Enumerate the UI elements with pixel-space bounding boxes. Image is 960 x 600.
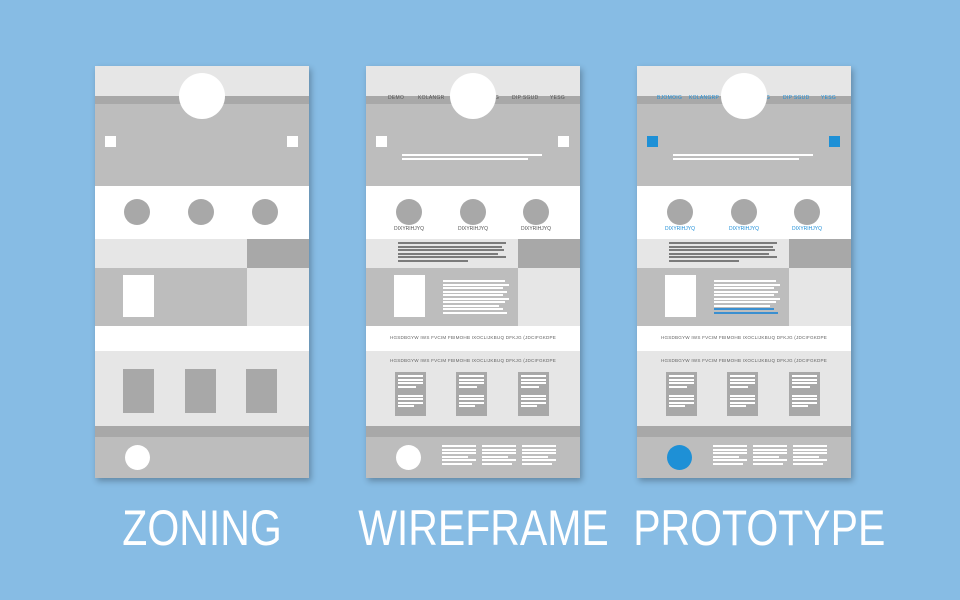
service-circle-3 <box>794 199 820 225</box>
service-circle-1 <box>667 199 693 225</box>
service-label-2[interactable]: DIXYRIHJYQ <box>728 226 759 232</box>
service-circle-1 <box>396 199 422 225</box>
feature-text-lines <box>714 280 782 315</box>
card-placeholder-3 <box>246 369 277 413</box>
card-placeholder-1 <box>123 369 154 413</box>
card-placeholder-1 <box>666 372 697 416</box>
service-label-2: DIXYRIHJYQ <box>457 226 488 232</box>
slider-next-square[interactable] <box>829 136 840 147</box>
footer-bar <box>366 426 580 437</box>
wireframe-mockup: DEMO KOLANGR G DIP SGUD YESG DIXYRIHJYQ … <box>366 66 580 478</box>
intro-side <box>518 239 580 268</box>
footer-col-3-lines <box>522 445 556 466</box>
card-placeholder-3 <box>789 372 820 416</box>
intro-text-lines <box>669 242 779 263</box>
card-placeholder-1 <box>395 372 426 416</box>
service-label-1[interactable]: DIXYRIHJYQ <box>664 226 695 232</box>
cards-caption: HGSDBGYW IWS FVCIM FBIMOHB IXOCLIJKBUQ D… <box>660 358 828 363</box>
feature-image-placeholder <box>394 275 425 317</box>
footer-logo-circle <box>396 445 421 470</box>
service-circle-2 <box>731 199 757 225</box>
zone-intro-side <box>247 239 309 268</box>
nav-item-3[interactable]: G <box>495 95 500 101</box>
card-placeholder-2 <box>456 372 487 416</box>
footer-logo-circle <box>667 445 692 470</box>
footer-col-1-lines <box>442 445 476 466</box>
intro-side <box>789 239 851 268</box>
nav-item-4[interactable]: DIP SGUD <box>783 95 810 101</box>
hero-text-lines <box>673 154 813 161</box>
banner-caption: HGSDBGYW IWS FVCIM FBIMOHB IXOCLIJKBUQ D… <box>389 335 557 340</box>
logo-circle <box>179 73 225 119</box>
zoning-mockup <box>95 66 309 478</box>
feature-image-placeholder <box>665 275 696 317</box>
feature-text-lines <box>443 280 511 315</box>
feature-side <box>518 268 580 326</box>
banner <box>637 326 851 351</box>
card-placeholder-3 <box>518 372 549 416</box>
nav-item-5[interactable]: YESG <box>550 95 566 101</box>
service-label-3[interactable]: DIXYRIHJYQ <box>791 226 822 232</box>
card-placeholder-2 <box>727 372 758 416</box>
zone-feature <box>95 268 247 326</box>
card-text-lines <box>459 375 484 409</box>
nav-item-3[interactable]: G <box>766 95 771 101</box>
service-circle-1 <box>124 199 150 225</box>
slider-next-square <box>287 136 298 147</box>
card-text-lines <box>521 375 546 409</box>
hero-text-lines <box>402 154 542 161</box>
label-wireframe: WIREFRAME <box>358 500 609 556</box>
footer-logo-circle <box>125 445 150 470</box>
zone-banner <box>95 326 309 351</box>
label-zoning: ZONING <box>122 500 282 556</box>
banner-caption: HGSDBGYW IWS FVCIM FBIMOHB IXOCLIJKBUQ D… <box>660 335 828 340</box>
service-label-1: DIXYRIHJYQ <box>393 226 424 232</box>
nav-item-2[interactable]: KOLANGRP <box>689 95 720 101</box>
service-circle-3 <box>252 199 278 225</box>
footer-col-2-lines <box>482 445 516 466</box>
footer-col-3-lines <box>793 445 827 466</box>
service-circle-3 <box>523 199 549 225</box>
nav-item-1[interactable]: DEMO <box>388 95 405 101</box>
slider-prev-square[interactable] <box>376 136 387 147</box>
footer-col-1-lines <box>713 445 747 466</box>
service-circle-2 <box>460 199 486 225</box>
label-prototype: PROTOTYPE <box>633 500 886 556</box>
feature-image-placeholder <box>123 275 154 317</box>
card-text-lines <box>669 375 694 409</box>
service-circle-2 <box>188 199 214 225</box>
service-label-3: DIXYRIHJYQ <box>520 226 551 232</box>
intro-text-lines <box>398 242 508 263</box>
slider-next-square[interactable] <box>558 136 569 147</box>
nav-item-1[interactable]: BJOMOIG <box>657 95 683 101</box>
footer-bar <box>637 426 851 437</box>
nav-item-2[interactable]: KOLANGR <box>418 95 445 101</box>
slider-prev-square[interactable] <box>647 136 658 147</box>
nav-item-4[interactable]: DIP SGUD <box>512 95 539 101</box>
feature <box>637 268 789 326</box>
banner <box>366 326 580 351</box>
zone-footer-bar <box>95 426 309 437</box>
slider-prev-square <box>105 136 116 147</box>
prototype-mockup: BJOMOIG KOLANGRP G DIP SGUD YESG DIXYRIH… <box>637 66 851 478</box>
card-text-lines <box>792 375 817 409</box>
card-text-lines <box>730 375 755 409</box>
card-placeholder-2 <box>185 369 216 413</box>
logo-circle <box>721 73 767 119</box>
feature-side <box>789 268 851 326</box>
cards-caption: HGSDBGYW IWS FVCIM FBIMOHB IXOCLIJKBUQ D… <box>389 358 557 363</box>
logo-circle <box>450 73 496 119</box>
footer-col-2-lines <box>753 445 787 466</box>
card-text-lines <box>398 375 423 409</box>
nav-item-5[interactable]: YESG <box>821 95 837 101</box>
zone-feature-side <box>247 268 309 326</box>
feature <box>366 268 518 326</box>
